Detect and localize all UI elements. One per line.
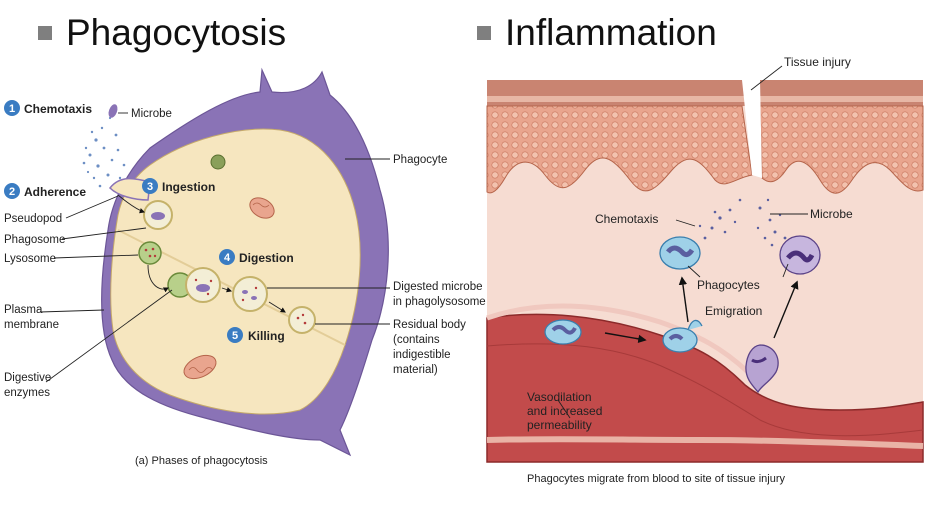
plasma-membrane-label-2: membrane <box>4 319 59 331</box>
step-1-badge: 1 Chemotaxis <box>4 100 92 116</box>
digestive-enzymes-label-2: enzymes <box>4 387 50 399</box>
inflammation-title: Inflammation <box>505 12 717 53</box>
microbe-label: Microbe <box>131 108 172 120</box>
svg-text:3: 3 <box>147 181 153 193</box>
digested-microbe-label-1: Digested microbe <box>393 281 482 293</box>
step-2-badge: 2 Adherence <box>4 183 86 199</box>
step-1-label: Chemotaxis <box>24 102 92 116</box>
epidermis-left <box>486 105 753 194</box>
residual-body-label-4: material) <box>393 364 438 376</box>
residual-body-label-2: (contains <box>393 334 440 346</box>
microbe-label: Microbe <box>810 207 853 221</box>
tissue-injury-label: Tissue injury <box>784 55 851 69</box>
lysosome <box>138 241 162 265</box>
svg-text:2: 2 <box>9 186 15 198</box>
digested-microbe-label-2: in phagolysosome <box>393 296 486 308</box>
step-4-badge: 4 Digestion <box>219 249 294 265</box>
digestive-enzymes-label-1: Digestive <box>4 372 51 384</box>
vasodilation-label-3: permeability <box>527 418 592 432</box>
microbe <box>108 104 118 118</box>
square-bullet-icon <box>477 26 491 40</box>
phagocytes-label: Phagocytes <box>697 278 760 292</box>
inflammation-heading: Inflammation <box>477 12 717 54</box>
svg-text:1: 1 <box>9 103 15 115</box>
phagocytosis-title: Phagocytosis <box>66 12 287 53</box>
residual-body-label-1: Residual body <box>393 319 466 331</box>
phagocyte-emigrating <box>662 327 698 353</box>
inflammation-caption: Phagocytes migrate from blood to site of… <box>527 473 786 485</box>
step-5-badge: 5 Killing <box>227 327 285 343</box>
step-3-badge: 3 Ingestion <box>142 178 215 194</box>
step-5-label: Killing <box>248 329 285 343</box>
lysosome-label: Lysosome <box>4 253 56 265</box>
pseudopod-label: Pseudopod <box>4 213 62 225</box>
tissue-wound <box>742 80 762 178</box>
pseudopod <box>109 177 151 201</box>
phagocytosis-heading: Phagocytosis <box>38 12 286 54</box>
blood-vessel <box>486 313 924 463</box>
phagocyte-cytoplasm <box>110 128 361 415</box>
mitochondrion <box>183 354 217 380</box>
microbe-dots <box>698 198 787 247</box>
chemotaxis-label: Chemotaxis <box>595 212 658 226</box>
microbe-dots <box>82 116 126 188</box>
vasodilation-label-2: and increased <box>527 404 602 418</box>
vasodilation-label-1: Vasodilation <box>527 390 592 404</box>
organelle <box>210 154 226 170</box>
emigration-label: Emigration <box>705 304 762 318</box>
svg-text:5: 5 <box>232 330 238 342</box>
step-4-label: Digestion <box>239 251 294 265</box>
square-bullet-icon <box>38 26 52 40</box>
digested-microbe <box>232 276 268 312</box>
phagocyte-label: Phagocyte <box>393 154 447 166</box>
step-3-label: Ingestion <box>162 180 215 194</box>
inflammation-diagram: Tissue injury Chemotaxis Microbe Phagocy… <box>486 55 924 485</box>
svg-text:4: 4 <box>224 252 231 264</box>
phagocytosis-caption: (a) Phases of phagocytosis <box>135 455 268 467</box>
step-2-label: Adherence <box>24 185 86 199</box>
residual-body-label-3: indigestible <box>393 349 451 361</box>
plasma-membrane-label-1: Plasma <box>4 304 43 316</box>
phagocyte-in-vessel <box>544 319 582 345</box>
phagosome-label: Phagosome <box>4 234 65 246</box>
phagocytosis-diagram: 1 Chemotaxis 2 Adherence 3 Ingestion 4 D… <box>4 67 486 467</box>
phagocyte-purple-emigrating <box>745 344 779 394</box>
residual-body <box>288 306 316 334</box>
epidermis-right <box>759 105 924 194</box>
